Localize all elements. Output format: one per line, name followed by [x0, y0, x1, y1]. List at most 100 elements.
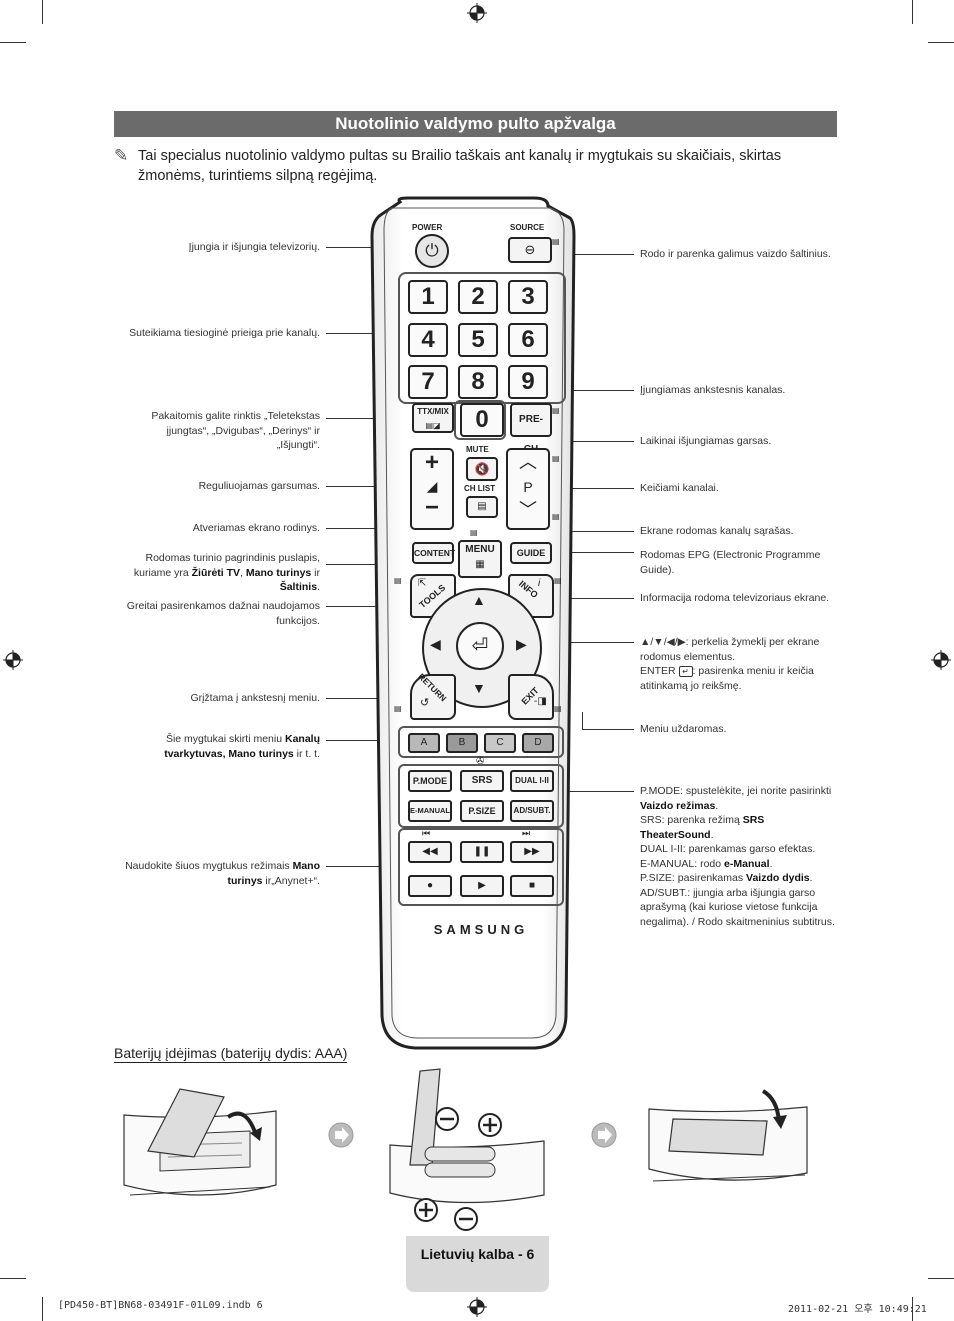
leader-line: [560, 488, 634, 489]
volume-level-icon: ◢: [426, 478, 438, 494]
crop-mark: [42, 1297, 43, 1321]
leader-line: [326, 698, 412, 699]
braille-icon: ▤: [394, 576, 402, 585]
label-info: Informacija rodoma televizoriaus ekrane.: [640, 592, 830, 604]
leader-line: [582, 712, 583, 729]
label-arrows: ▲/▼/◀/▶: perkelia žymeklį per ekrane rod…: [640, 636, 820, 692]
content-button[interactable]: CONTENT: [412, 542, 455, 564]
return-icon: ↺: [420, 697, 430, 709]
digit-button-0[interactable]: 0: [460, 403, 504, 437]
pre-ch-button[interactable]: PRE-CH: [510, 403, 552, 455]
digit-button-2[interactable]: 2: [458, 280, 498, 314]
ad-subt-button[interactable]: AD/SUBT.: [510, 800, 554, 822]
power-button[interactable]: ⏻: [415, 234, 449, 268]
label-functions: P.MODE: spustelėkite, jei norite pasirin…: [640, 785, 835, 928]
exit-icon: -◨: [534, 696, 547, 707]
menu-button[interactable]: MENU▦: [458, 540, 502, 578]
skip-forward-icon: ⏭: [522, 828, 531, 838]
label-abcd: Šie mygtukai skirti meniu Kanalų tvarkyt…: [164, 733, 320, 760]
color-keys-frame: [398, 726, 564, 758]
return-button[interactable]: RETURN ↺: [410, 671, 456, 720]
media-keys-frame: [398, 828, 564, 906]
label-ttx: Pakaitomis galite rinktis „Teletekstas į…: [151, 410, 320, 451]
dpad-up-button[interactable]: ▲: [472, 592, 486, 608]
source-label: SOURCE: [510, 223, 545, 232]
leader-line: [548, 254, 634, 255]
footer-box: [406, 1236, 549, 1292]
e-manual-button[interactable]: E-MANUAL: [408, 800, 452, 822]
battery-section-title: Baterijų įdėjimas (baterijų dydis: AAA): [114, 1045, 348, 1063]
tools-button[interactable]: ⇱ TOOLS: [410, 574, 456, 618]
srs-button[interactable]: SRS: [460, 770, 504, 792]
digit-button-7[interactable]: 7: [408, 365, 448, 400]
stop-button[interactable]: ■: [510, 875, 554, 897]
digit-button-4[interactable]: 4: [408, 322, 448, 357]
leader-line: [326, 606, 412, 607]
digit-button-6[interactable]: 6: [508, 322, 548, 357]
color-button-a[interactable]: A: [408, 733, 440, 753]
guide-button[interactable]: GUIDE: [510, 542, 552, 564]
dpad-down-button[interactable]: ▼: [472, 680, 486, 696]
volume-up-icon: +: [424, 449, 439, 476]
source-button[interactable]: ⊖: [508, 237, 552, 263]
color-button-b[interactable]: B: [446, 733, 478, 753]
exit-button[interactable]: EXIT -◨: [508, 674, 554, 720]
digit-button-5[interactable]: 5: [458, 322, 498, 357]
label-numbers: Suteikiama tiesioginė prieiga prie kanal…: [129, 327, 320, 339]
label-tools: Greitai pasirenkamos dažnai naudojamos f…: [126, 600, 320, 627]
rewind-button[interactable]: ◀◀: [408, 841, 452, 863]
teletext-icon: ▤◪: [425, 421, 441, 430]
ch-list-button[interactable]: ▤: [466, 496, 498, 518]
braille-icon: ▤: [552, 512, 560, 521]
color-button-d[interactable]: D: [522, 733, 554, 753]
crop-mark: [42, 0, 43, 24]
mute-label: MUTE: [466, 445, 489, 454]
page-number-label: Lietuvių kalba - 6: [420, 1246, 535, 1262]
power-label: POWER: [412, 223, 443, 232]
label-channel: Keičiami kanalai.: [640, 482, 719, 494]
record-button[interactable]: ●: [408, 875, 452, 897]
samsung-logo: SAMSUNG: [433, 922, 529, 937]
crop-mark: [912, 1297, 913, 1321]
pencil-note-icon: ✎: [114, 146, 129, 165]
fast-forward-button[interactable]: ▶▶: [510, 841, 554, 863]
volume-rocker[interactable]: + ◢ −: [410, 448, 454, 530]
dpad-right-button[interactable]: ▶: [516, 636, 527, 652]
leader-line: [548, 598, 634, 599]
record-icon: ●: [426, 880, 434, 891]
digit-button-9[interactable]: 9: [508, 365, 548, 400]
channel-rocker[interactable]: ︿ P ﹀: [506, 448, 550, 530]
skip-back-icon: ⏮: [422, 828, 431, 838]
leader-line: [326, 418, 410, 419]
print-file-info: [PD450-BT]BN68-03491F-01L09.indb 6: [58, 1300, 263, 1311]
digit-button-8[interactable]: 8: [458, 365, 498, 400]
pause-button[interactable]: ❚❚: [460, 841, 504, 863]
enter-button[interactable]: ⏎: [456, 622, 504, 670]
remote-buttons: POWER ⏻ SOURCE ⊖ ▤ 1 2 3 4 5 6 7 8 9 TTX…: [360, 196, 582, 1051]
channel-up-icon: ︿: [519, 452, 537, 472]
leader-line: [326, 740, 396, 741]
leader-line: [326, 333, 394, 334]
digit-button-1[interactable]: 1: [408, 280, 448, 314]
dpad-left-button[interactable]: ◀: [430, 636, 441, 652]
braille-icon: ▤: [552, 454, 560, 463]
menu-grid-icon: ▦: [475, 559, 485, 570]
dual-button[interactable]: DUAL I-II: [510, 770, 554, 792]
mute-button[interactable]: 🔇: [466, 457, 498, 481]
label-volume: Reguliuojamas garsumas.: [198, 480, 320, 492]
crop-mark: [0, 1278, 26, 1279]
ttx-mix-button[interactable]: TTX/MIX▤◪: [412, 403, 454, 433]
digit-button-3[interactable]: 3: [508, 280, 548, 314]
channel-p-label: P: [523, 479, 533, 495]
p-size-button[interactable]: P.SIZE: [460, 800, 504, 822]
leader-line: [582, 729, 634, 730]
p-mode-button[interactable]: P.MODE: [408, 770, 452, 792]
tools-icon: ⇱: [418, 578, 427, 589]
color-button-c[interactable]: C: [484, 733, 516, 753]
battery-step-1-illustration: [123, 1088, 277, 1196]
crop-mark: [928, 42, 954, 43]
crop-mark: [928, 1278, 954, 1279]
function-keys-frame: [398, 764, 564, 828]
play-button[interactable]: ▶: [460, 875, 504, 897]
battery-step-2-illustration: [389, 1068, 545, 1231]
